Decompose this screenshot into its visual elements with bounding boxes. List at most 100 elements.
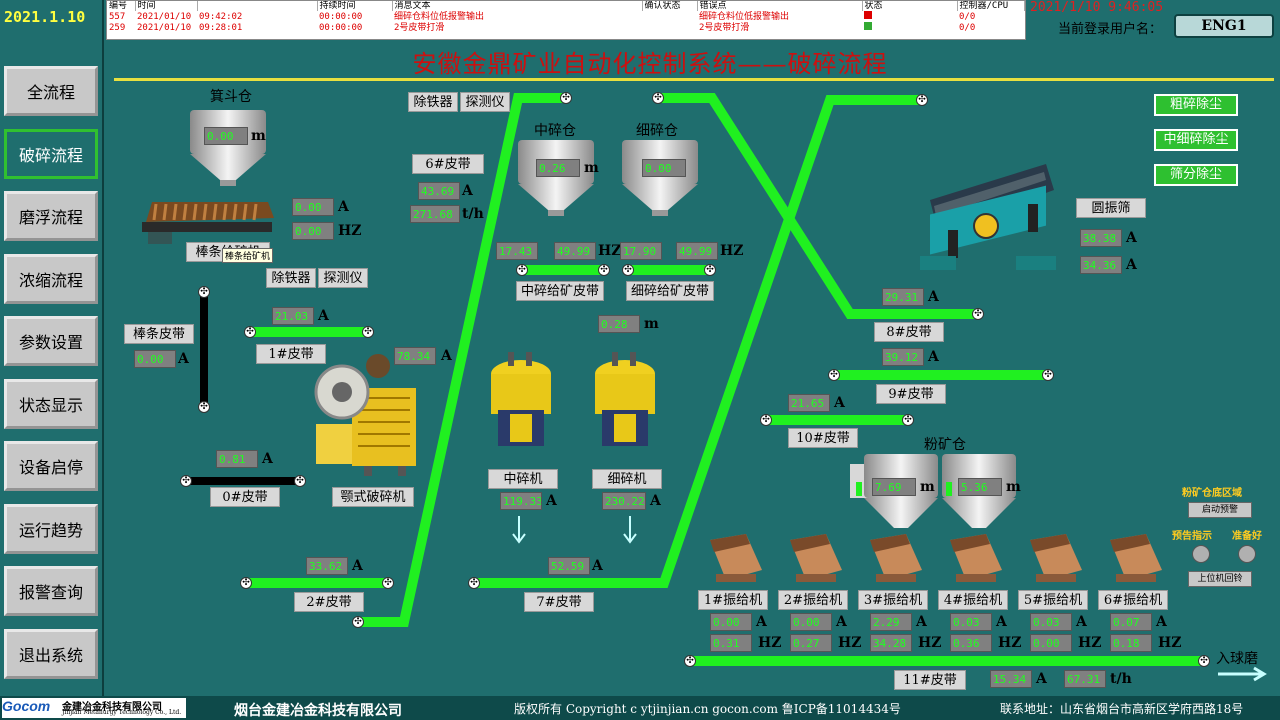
mid-crusher-label[interactable]: 中碎机 bbox=[488, 469, 558, 489]
vib-feeder-label[interactable]: 2#振给机 bbox=[778, 590, 848, 610]
pulley-icon: ✣ bbox=[180, 475, 192, 487]
jaw-crusher-label[interactable]: 颚式破碎机 bbox=[332, 487, 414, 507]
pulley-icon: ✣ bbox=[828, 369, 840, 381]
iron-remover-1[interactable]: 除铁器 bbox=[408, 92, 458, 112]
pulley-icon: ✣ bbox=[704, 264, 716, 276]
belt10-label[interactable]: 10#皮带 bbox=[788, 428, 858, 448]
nav-device-control[interactable]: 设备启停 bbox=[4, 441, 98, 491]
mid-feed-label[interactable]: 中碎给矿皮带 bbox=[516, 281, 604, 301]
unit: A bbox=[338, 199, 349, 215]
nav-alarm-query[interactable]: 报警查询 bbox=[4, 566, 98, 616]
vib-feeder-label[interactable]: 6#振给机 bbox=[1098, 590, 1168, 610]
rod-feeder-freq: 0.00 bbox=[292, 222, 334, 240]
fine-crusher-icon bbox=[595, 352, 655, 446]
fine-bin-label: 细碎仓 bbox=[636, 123, 678, 139]
alarm-table[interactable]: 编号 时间 持续时间 消息文本 确认状态 错误点 状态 控制器/CPU 557 … bbox=[106, 0, 1026, 40]
unit: A bbox=[756, 614, 767, 630]
nav-grinding[interactable]: 磨浮流程 bbox=[4, 191, 98, 241]
belt2-label[interactable]: 2#皮带 bbox=[294, 592, 364, 612]
nav-params[interactable]: 参数设置 bbox=[4, 316, 98, 366]
pulley-icon: ✣ bbox=[352, 616, 364, 628]
belt0-current: 0.81 bbox=[216, 450, 258, 468]
unit: HZ bbox=[758, 635, 782, 651]
belt8-line bbox=[658, 93, 978, 319]
rod-belt-label[interactable]: 棒条皮带 bbox=[124, 324, 194, 344]
unit: t/h bbox=[1110, 671, 1132, 687]
vib-feeder-freq: 0.18 bbox=[1110, 634, 1152, 652]
cell: 09:42:02 bbox=[199, 11, 243, 22]
col-header bbox=[197, 1, 318, 11]
unit: A bbox=[318, 308, 329, 324]
nav-thickening[interactable]: 浓缩流程 bbox=[4, 254, 98, 304]
unit: A bbox=[441, 348, 452, 364]
belt7-line bbox=[474, 95, 922, 588]
vib-feeder-label[interactable]: 3#振给机 bbox=[858, 590, 928, 610]
col-header: 控制器/CPU bbox=[957, 1, 1025, 11]
belt11-label[interactable]: 11#皮带 bbox=[894, 670, 966, 690]
cell: 2号皮带打滑 bbox=[394, 22, 445, 33]
pulley-icon: ✣ bbox=[916, 94, 928, 106]
page-title: 安徽金鼎矿业自动化控制系统——破碎流程 bbox=[412, 50, 888, 78]
table-row[interactable]: 557 2021/01/10 09:42:02 00:00:00 细碎仓料位低报… bbox=[107, 11, 1025, 22]
vib-feeder-label[interactable]: 4#振给机 bbox=[938, 590, 1008, 610]
reset-bell-button[interactable]: 上位机回铃 bbox=[1188, 571, 1252, 587]
hopper-label: 箕斗仓 bbox=[210, 89, 252, 105]
detector-1[interactable]: 探测仪 bbox=[460, 92, 510, 112]
unit: A bbox=[352, 558, 363, 574]
fine-crusher-label[interactable]: 细碎机 bbox=[592, 469, 662, 489]
user-button[interactable]: ENG1 bbox=[1174, 14, 1274, 38]
pulley-icon: ✣ bbox=[198, 401, 210, 413]
jaw-crusher-icon bbox=[314, 354, 416, 476]
belt8-label[interactable]: 8#皮带 bbox=[874, 322, 944, 342]
pulley-icon: ✣ bbox=[622, 264, 634, 276]
process-lines bbox=[186, 93, 1267, 682]
col-header: 确认状态 bbox=[642, 1, 698, 11]
status-icon bbox=[862, 22, 957, 33]
unit: t/h bbox=[462, 206, 484, 222]
vib-feeder-icon bbox=[870, 534, 922, 582]
dust-screen-button[interactable]: 筛分除尘 bbox=[1154, 164, 1238, 186]
pulley-icon: ✣ bbox=[294, 475, 306, 487]
fine-feed-label[interactable]: 细碎给矿皮带 bbox=[626, 281, 714, 301]
unit: A bbox=[1076, 614, 1087, 630]
belt1-label[interactable]: 1#皮带 bbox=[256, 344, 326, 364]
nav-trend[interactable]: 运行趋势 bbox=[4, 504, 98, 554]
pulley-icon: ✣ bbox=[652, 92, 664, 104]
cell: 2号皮带打滑 bbox=[699, 22, 750, 33]
table-row[interactable]: 259 2021/01/10 09:28:01 00:00:00 2号皮带打滑 … bbox=[107, 22, 1025, 33]
vib-feeder-label[interactable]: 5#振给机 bbox=[1018, 590, 1088, 610]
belt9-label[interactable]: 9#皮带 bbox=[876, 384, 946, 404]
iron-remover-2[interactable]: 除铁器 bbox=[266, 268, 316, 288]
rod-feeder-icon bbox=[142, 202, 274, 244]
vib-feeder-current: 0.03 bbox=[950, 613, 992, 631]
pulley-icon: ✣ bbox=[240, 577, 252, 589]
detector-2[interactable]: 探测仪 bbox=[318, 268, 368, 288]
tooltip: 棒条给矿机 bbox=[222, 248, 274, 263]
vib-feeder-freq: 0.36 bbox=[950, 634, 992, 652]
dust-coarse-button[interactable]: 粗碎除尘 bbox=[1154, 94, 1238, 116]
vib-feeder-icon bbox=[950, 534, 1002, 582]
screen-label[interactable]: 圆振筛 bbox=[1076, 198, 1146, 218]
pre-indicator-lamp bbox=[1192, 545, 1210, 563]
nav-crushing[interactable]: 破碎流程 bbox=[4, 129, 98, 179]
col-header: 错误点 bbox=[697, 1, 863, 11]
vib-feeder-label[interactable]: 1#振给机 bbox=[698, 590, 768, 610]
belt6-label[interactable]: 6#皮带 bbox=[412, 154, 484, 174]
pulley-icon: ✣ bbox=[560, 92, 572, 104]
logo-cn: 金建冶金科技有限公司 bbox=[62, 702, 162, 713]
cell: 259 bbox=[109, 22, 126, 33]
nav-status[interactable]: 状态显示 bbox=[4, 379, 98, 429]
start-warn-button[interactable]: 启动预警 bbox=[1188, 502, 1252, 518]
belt0-label[interactable]: 0#皮带 bbox=[210, 487, 280, 507]
pre-indicator-label: 预告指示 bbox=[1172, 531, 1212, 542]
hopper-bin-icon bbox=[190, 110, 266, 186]
fine-feed-freq: 49.99 bbox=[676, 242, 718, 260]
nav-exit[interactable]: 退出系统 bbox=[4, 629, 98, 679]
belt7-label[interactable]: 7#皮带 bbox=[524, 592, 594, 612]
unit: m bbox=[644, 316, 659, 332]
dust-mid-fine-button[interactable]: 中细碎除尘 bbox=[1154, 129, 1238, 151]
footer-address: 联系地址：山东省烟台市高新区学府西路18号 bbox=[1000, 702, 1244, 716]
pulley-icon: ✣ bbox=[198, 286, 210, 298]
mid-feed-freq: 49.99 bbox=[554, 242, 596, 260]
nav-all-process[interactable]: 全流程 bbox=[4, 66, 98, 116]
